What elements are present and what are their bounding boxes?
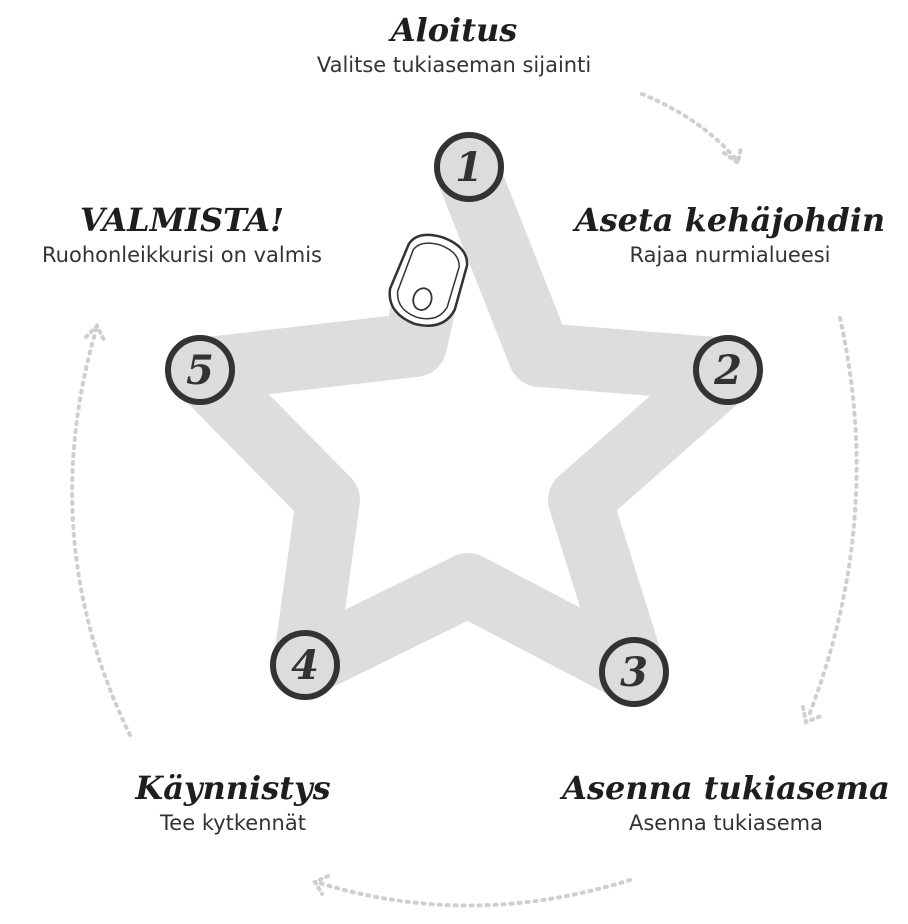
step-1-badge: 1 <box>434 132 504 202</box>
step-3-number: 3 <box>620 649 648 696</box>
step-1-subtitle: Valitse tukiaseman sijainti <box>316 53 592 77</box>
arrow-3-to-4 <box>312 874 632 908</box>
step-2-title: Aseta kehäjohdin <box>574 201 886 239</box>
step-3-label: Asenna tukiasema Asenna tukiasema <box>548 768 904 838</box>
step-4-badge: 4 <box>270 630 340 700</box>
step-2-subtitle: Rajaa nurmialueesi <box>629 243 831 267</box>
step-1-label: Aloitus Valitse tukiaseman sijainti <box>254 10 654 80</box>
step-2-label: Aseta kehäjohdin Rajaa nurmialueesi <box>560 200 900 270</box>
step-3-subtitle: Asenna tukiasema <box>629 811 823 835</box>
robotic-mower-icon <box>388 233 469 327</box>
step-1-title: Aloitus <box>390 11 518 49</box>
arrow-1-to-2 <box>640 92 743 167</box>
step-1-badge-circle <box>434 132 504 202</box>
arrow-2-to-3 <box>801 316 859 725</box>
step-1-number: 1 <box>455 144 483 191</box>
step-3-badge: 3 <box>599 637 669 707</box>
arrow-4-to-5 <box>70 322 132 737</box>
step-3-title: Asenna tukiasema <box>562 769 890 807</box>
step-2-badge: 2 <box>693 335 763 405</box>
step-5-badge: 5 <box>165 335 235 405</box>
step-2-number: 2 <box>713 347 742 394</box>
step-3-badge-circle <box>599 637 669 707</box>
step-5-title: VALMISTA! <box>79 201 285 239</box>
star-path <box>168 143 760 704</box>
step-5-badge-circle <box>165 335 235 405</box>
step-4-label: Käynnistys Tee kytkennät <box>108 768 358 838</box>
step-4-number: 4 <box>291 642 319 689</box>
step-5-label: VALMISTA! Ruohonleikkurisi on valmis <box>2 200 362 270</box>
step-4-badge-circle <box>270 630 340 700</box>
step-4-subtitle: Tee kytkennät <box>160 811 306 835</box>
step-5-subtitle: Ruohonleikkurisi on valmis <box>42 243 322 267</box>
step-5-number: 5 <box>186 347 214 394</box>
step-4-title: Käynnistys <box>135 769 331 807</box>
step-2-badge-circle <box>693 335 763 405</box>
